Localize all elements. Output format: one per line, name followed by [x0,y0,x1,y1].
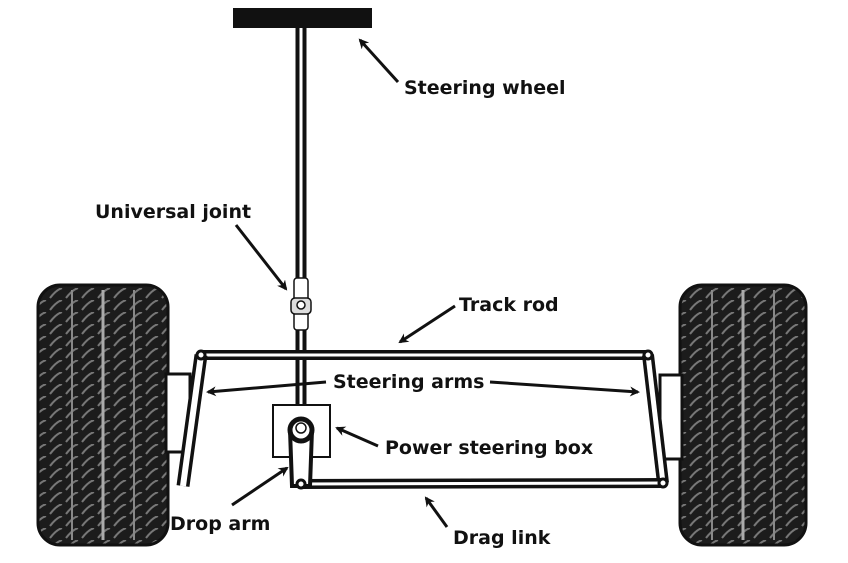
drag-link [299,478,664,489]
label-track-rod: Track rod [459,294,559,316]
drop-arm [287,416,315,488]
label-steering-arms: Steering arms [333,371,484,393]
drag-link-arrow [424,496,449,528]
universal-joint-arrow [234,224,288,291]
label-power-steering-box: Power steering box [385,437,593,459]
universal-joint [290,277,312,331]
label-steering-wheel: Steering wheel [404,77,566,99]
label-drop-arm: Drop arm [170,513,270,535]
track-rod-arrow [398,304,456,344]
right-steering-arm [642,354,669,484]
pivot-joints [195,349,669,490]
label-universal-joint: Universal joint [95,201,251,223]
steering-arms-left-arrow [206,380,327,397]
steering-wheel-arrow [358,38,400,84]
left-wheel [36,283,170,547]
right-wheel [678,283,808,547]
power-steering-box-arrow [335,426,379,448]
label-drag-link: Drag link [453,527,551,549]
steering-arms-right-arrow [489,380,640,397]
left-steering-arm [176,354,208,487]
steering-wheel [233,8,372,28]
drop-arm-arrow [231,466,289,507]
